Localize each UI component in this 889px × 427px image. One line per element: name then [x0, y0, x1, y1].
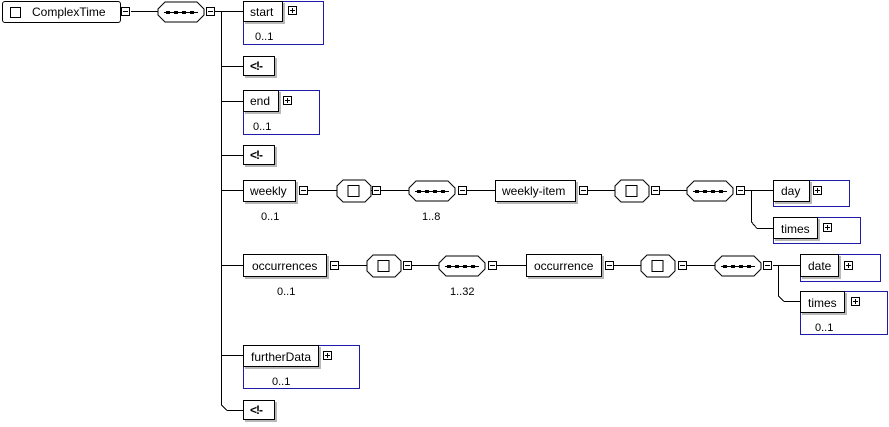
times-label: times	[781, 222, 810, 236]
sequence-compositor-icon	[686, 180, 734, 202]
minus-icon[interactable]	[121, 7, 130, 16]
plus-icon[interactable]	[283, 96, 292, 105]
sequence-compositor-icon	[438, 255, 486, 277]
comment-label: <!-	[250, 148, 263, 162]
minus-icon[interactable]	[605, 261, 614, 270]
comment-box: <!-	[243, 56, 275, 76]
minus-icon[interactable]	[678, 261, 687, 270]
start-frame	[243, 1, 324, 45]
times-label: times	[808, 296, 837, 310]
minus-icon[interactable]	[458, 186, 467, 195]
minus-icon[interactable]	[763, 261, 772, 270]
choice-compositor-icon	[366, 254, 402, 278]
date-label: date	[808, 259, 832, 273]
furtherData-cardinality: 0..1	[272, 376, 291, 388]
weekly-item-element[interactable]: weekly-item	[495, 180, 576, 202]
occurrences-sequence-cardinality: 1..32	[450, 286, 475, 298]
choice-compositor-icon	[336, 179, 372, 203]
occurrence-label: occurrence	[534, 259, 594, 273]
plus-icon[interactable]	[851, 297, 860, 306]
complex-type-icon	[10, 7, 21, 18]
weekly-item-label: weekly-item	[502, 184, 566, 198]
furtherData-element[interactable]: furtherData	[243, 345, 319, 367]
plus-icon[interactable]	[844, 261, 853, 270]
minus-icon[interactable]	[330, 261, 339, 270]
times-cardinality: 0..1	[815, 322, 834, 334]
occurrences-label: occurrences	[252, 259, 318, 273]
minus-icon[interactable]	[372, 186, 381, 195]
end-label: end	[250, 94, 271, 108]
minus-icon[interactable]	[299, 186, 308, 195]
root-element-label: ComplexTime	[32, 5, 106, 19]
weekly-element[interactable]: weekly	[243, 180, 296, 202]
start-element[interactable]: start	[243, 1, 283, 22]
occurrence-element[interactable]: occurrence	[526, 254, 602, 277]
start-label: start	[250, 5, 274, 19]
minus-icon[interactable]	[488, 261, 497, 270]
root-element-box[interactable]: ComplexTime	[2, 1, 121, 23]
comment-label: <!-	[250, 403, 263, 417]
day-label: day	[781, 184, 801, 198]
choice-compositor-icon	[614, 179, 650, 203]
sequence-compositor-icon	[157, 1, 205, 23]
end-element[interactable]: end	[243, 90, 279, 112]
minus-icon[interactable]	[403, 261, 412, 270]
comment-label: <!-	[250, 59, 263, 73]
furtherData-label: furtherData	[251, 350, 312, 364]
start-cardinality: 0..1	[255, 31, 274, 43]
minus-icon[interactable]	[206, 7, 215, 16]
choice-compositor-icon	[640, 254, 676, 278]
comment-box: <!-	[243, 400, 275, 420]
occurrences-cardinality: 0..1	[277, 286, 296, 298]
sequence-compositor-icon	[714, 255, 762, 277]
minus-icon[interactable]	[651, 186, 660, 195]
times-element[interactable]: times	[773, 217, 818, 239]
weekly-sequence-cardinality: 1..8	[422, 211, 441, 223]
day-element[interactable]: day	[773, 180, 810, 202]
minus-icon[interactable]	[736, 186, 745, 195]
comment-box: <!-	[243, 145, 275, 165]
minus-icon[interactable]	[579, 186, 588, 195]
date-element[interactable]: date	[800, 254, 839, 277]
end-cardinality: 0..1	[253, 121, 272, 133]
occurrences-element[interactable]: occurrences	[243, 254, 327, 277]
plus-icon[interactable]	[823, 223, 832, 232]
plus-icon[interactable]	[288, 6, 297, 15]
plus-icon[interactable]	[323, 351, 332, 360]
weekly-label: weekly	[250, 184, 287, 198]
plus-icon[interactable]	[813, 186, 822, 195]
end-frame	[243, 90, 320, 135]
times-element[interactable]: times	[800, 291, 845, 313]
sequence-compositor-icon	[408, 180, 456, 202]
weekly-cardinality: 0..1	[261, 211, 280, 223]
